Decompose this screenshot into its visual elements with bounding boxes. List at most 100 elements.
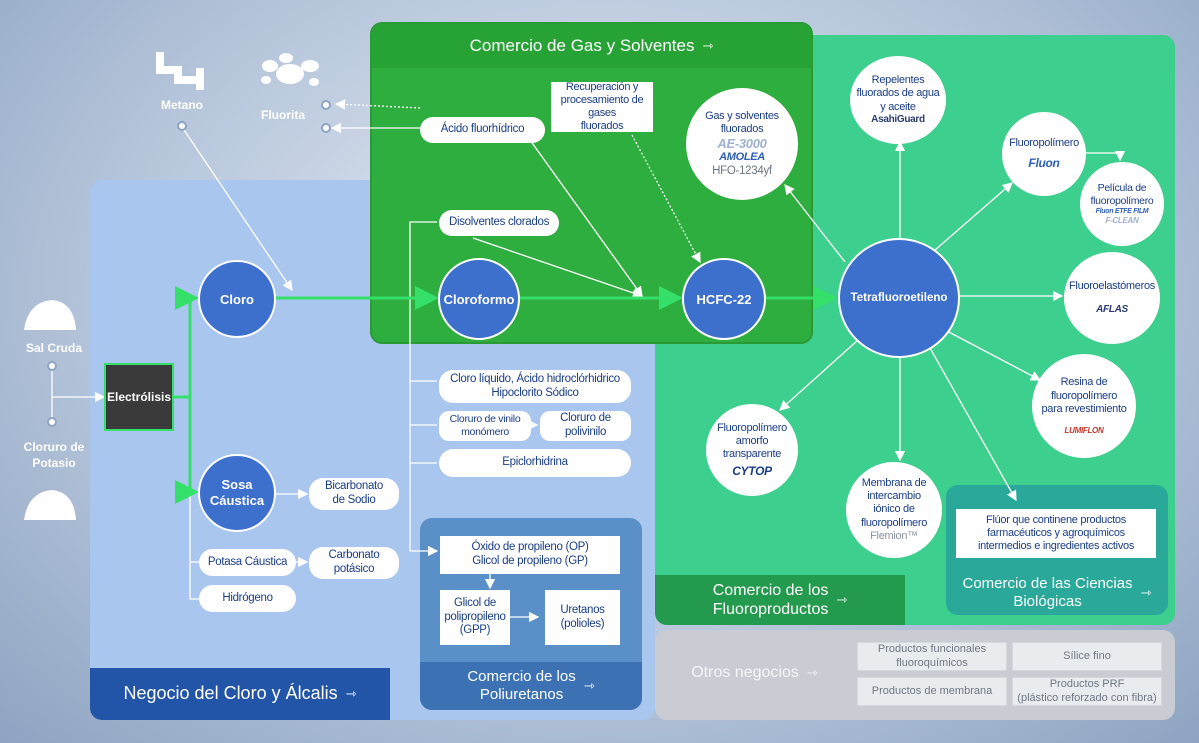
- gas-solvents-header: [372, 24, 811, 68]
- amorfo-line2: amorfo: [735, 434, 769, 447]
- membrana-line3: iónico de: [873, 503, 915, 516]
- flemion-logo: Flemion™: [870, 529, 918, 542]
- disolventes-clorados-pill[interactable]: Disolventes clorados: [439, 210, 559, 236]
- funcionales-line2: fluoroquímicos: [896, 656, 968, 669]
- cloro-node-text: Cloro: [220, 291, 254, 307]
- acido-fluorhidrico-text: Ácido fluorhídrico: [440, 123, 525, 136]
- ae3000-logo: AE-3000: [717, 135, 767, 151]
- kcl-pile-icon: [22, 488, 78, 522]
- silice-text: Sílice fino: [1063, 649, 1111, 662]
- gas-solvents-label[interactable]: Comercio de Gas y Solventes⇾: [372, 24, 811, 68]
- gpp-line1: Glicol de: [453, 596, 497, 609]
- sosa-line1: Sosa: [221, 476, 253, 492]
- membrana-productos-text: Productos de membrana: [871, 684, 993, 697]
- fluoropolimero-text: Fluoropolímero: [1009, 137, 1079, 150]
- pelicula-line1: Película de: [1097, 182, 1147, 195]
- salt-pile-icon: [22, 298, 78, 332]
- recuperacion-line2: procesamiento de gases: [560, 93, 644, 119]
- oxido-propileno-line2: Glicol de propileno (GP): [472, 555, 588, 567]
- silice-box[interactable]: Sílice fino: [1012, 642, 1162, 671]
- resina-circle[interactable]: Resina de fluoropolímero para revestimie…: [1032, 354, 1136, 458]
- polyurethane-label-line1: Comercio de los: [467, 668, 576, 685]
- asahiguard-logo: AsahiGuard: [871, 113, 925, 125]
- life-sciences-line3: intermedios e ingredientes activos: [977, 540, 1135, 553]
- acido-fluorhidrico-pill[interactable]: Ácido fluorhídrico: [420, 117, 545, 143]
- epiclorhidrina-pill[interactable]: Epiclorhidrina: [439, 449, 631, 477]
- life-sciences-line1: Flúor que continene productos: [986, 513, 1126, 526]
- double-arrow-icon: ⇾: [345, 686, 357, 702]
- cloro-node[interactable]: Cloro: [198, 260, 276, 338]
- amolea-logo: AMOLEA: [719, 151, 765, 164]
- life-sciences-line2: farmacéuticos y agroquímicos: [987, 526, 1125, 539]
- carbonato-line1: Carbonato: [328, 549, 380, 562]
- gases-line1: Gas y solventes: [705, 109, 779, 122]
- uretanos-line1: Uretanos: [560, 603, 605, 616]
- prf-line1: Productos PRF: [1049, 678, 1125, 691]
- f-clean-logo: F-CLEAN: [1105, 215, 1139, 225]
- aflas-logo: AFLAS: [1096, 303, 1128, 315]
- repelentes-line2: fluorados de agua: [856, 87, 940, 100]
- repelentes-line1: Repelentes: [871, 74, 925, 87]
- electrolysis-box[interactable]: Electrólisis: [104, 363, 174, 431]
- chlor-alkali-label[interactable]: Negocio del Cloro y Álcalis ⇾: [90, 668, 390, 720]
- kcl-label: Cloruro de Potasio: [10, 440, 98, 471]
- gpp-line2: polipropileno: [444, 610, 506, 623]
- pvc-line2: polivinilo: [564, 426, 607, 438]
- repelentes-circle[interactable]: Repelentes fluorados de agua y aceite As…: [850, 56, 946, 144]
- other-business-label[interactable]: Otros negocios⇾: [662, 650, 847, 696]
- uretanos-box[interactable]: Uretanos(polioles): [545, 590, 620, 645]
- pelicula-circle[interactable]: Película de fluoropolímero Fluon ETFE FI…: [1080, 162, 1164, 246]
- fluoroproducts-label-line2: Fluoroproductos: [712, 601, 829, 618]
- membrana-circle[interactable]: Membrana de intercambio iónico de fluoro…: [846, 462, 942, 558]
- gas-solventes-fluorados-circle[interactable]: Gas y solventes fluorados AE-3000 AMOLEA…: [686, 88, 798, 200]
- membrana-line4: fluoropolímero: [860, 516, 928, 529]
- amorfo-circle[interactable]: Fluoropolímero amorfo transparente CYTOP: [706, 404, 798, 496]
- kcl-label-line2: Potasio: [32, 455, 76, 470]
- cloro-liquido-line1: Cloro líquido, Ácido hidroclórhidrico: [450, 372, 620, 385]
- hcfc-node[interactable]: HCFC-22: [682, 258, 766, 340]
- tfe-node[interactable]: Tetrafluoroetileno: [838, 238, 960, 358]
- life-sciences-label-line2: Biológicas: [1013, 592, 1082, 610]
- hfo-1234yf-text: HFO-1234yf: [712, 164, 772, 177]
- fluorita-label: Fluorita: [261, 108, 305, 122]
- metano-label: Metano: [161, 98, 203, 112]
- cytop-logo: CYTOP: [732, 464, 772, 479]
- prf-box[interactable]: Productos PRF(plástico reforzado con fib…: [1012, 677, 1162, 706]
- amorfo-line1: Fluoropolímero: [717, 421, 787, 434]
- gpp-line3: (GPP): [459, 624, 491, 637]
- potasa-text: Potasa Cáustica: [207, 555, 288, 568]
- oxido-propileno-line1: Óxido de propileno (OP): [471, 541, 589, 554]
- fluoropolimero-circle[interactable]: Fluoropolímero Fluon: [1002, 112, 1086, 196]
- cloroformo-node[interactable]: Cloroformo: [438, 258, 520, 340]
- hidrogeno-pill[interactable]: Hidrógeno: [199, 585, 296, 612]
- fluoroproducts-label-line1: Comercio de los: [712, 581, 829, 599]
- oxido-propileno-box[interactable]: Óxido de propileno (OP)Glicol de propile…: [440, 536, 620, 574]
- bicarbonato-line2: de Sodio: [332, 494, 376, 506]
- membrana-line2: intercambio: [867, 490, 921, 503]
- potasa-pill[interactable]: Potasa Cáustica: [199, 549, 296, 576]
- recuperacion-line3: fluorados: [580, 120, 624, 133]
- chlor-alkali-label-text: Negocio del Cloro y Álcalis: [123, 683, 338, 704]
- cloroformo-node-text: Cloroformo: [443, 291, 515, 307]
- amorfo-line3: transparente: [722, 447, 782, 460]
- vinilo-line1: Cloruro de vinilo: [449, 413, 521, 426]
- fluoroelastomeros-circle[interactable]: Fluoroelastómeros AFLAS: [1064, 252, 1160, 344]
- gases-line2: fluorados: [720, 122, 764, 135]
- electrolysis-text: Electrólisis: [106, 390, 172, 404]
- funcionales-line1: Productos funcionales: [877, 643, 987, 656]
- membrana-productos-box[interactable]: Productos de membrana: [857, 677, 1007, 706]
